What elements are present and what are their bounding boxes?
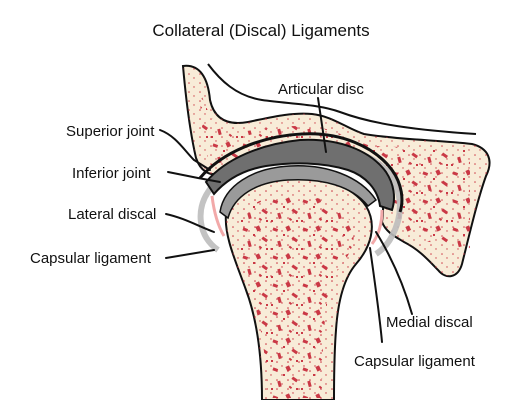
- label-capsular-ligament-right: Capsular ligament: [354, 353, 476, 370]
- mandibular-condyle: [224, 174, 373, 400]
- label-inferior-joint: Inferior joint: [72, 165, 151, 182]
- superior-joint-line: [198, 132, 404, 213]
- leader-inferior-joint: [167, 171, 221, 183]
- leader-articular-disc: [317, 97, 327, 153]
- label-articular-disc: Articular disc: [278, 81, 364, 98]
- label-medial-discal: Medial discal: [386, 314, 473, 331]
- lateral-discal-ligament: [210, 195, 226, 237]
- leader-capsular-right: [369, 247, 383, 343]
- leader-medial-discal: [375, 231, 413, 315]
- leader-superior-joint: [159, 129, 211, 171]
- diagram-title: Collateral (Discal) Ligaments: [152, 21, 369, 40]
- condyle-cartilage: [219, 165, 378, 220]
- label-capsular-ligament-left: Capsular ligament: [30, 250, 152, 267]
- leader-capsular-left: [165, 249, 215, 259]
- articular-disc: [204, 138, 395, 212]
- label-lateral-discal: Lateral discal: [68, 206, 156, 223]
- leader-lateral-discal: [165, 213, 215, 233]
- medial-discal-ligament: [370, 209, 384, 245]
- label-superior-joint: Superior joint: [66, 123, 155, 140]
- leader-lines: [159, 97, 413, 343]
